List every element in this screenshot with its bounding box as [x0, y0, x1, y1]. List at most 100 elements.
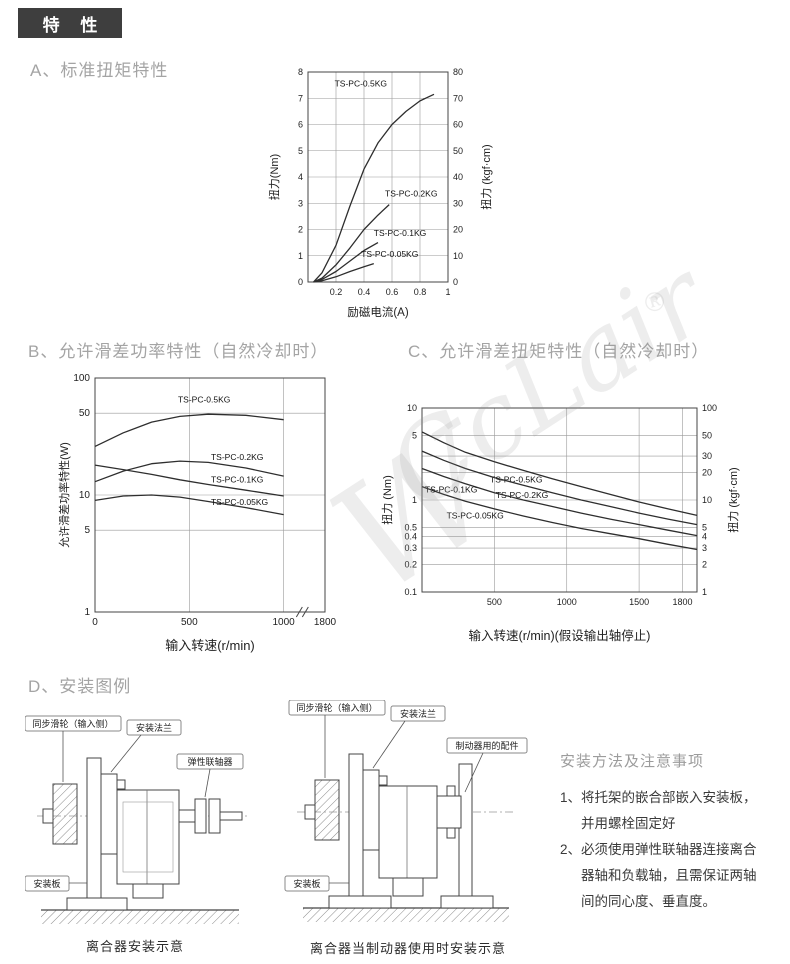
y-tick-label: 2: [298, 225, 303, 235]
y2-tick-label: 0: [453, 277, 458, 287]
series-curve-TS-PC-0.1KG: [421, 467, 698, 537]
x-tick-label: 1500: [629, 597, 649, 607]
caption-brake-installation: 离合器当制动器使用时安装示意: [309, 941, 506, 956]
watermark-registered-mark: ®: [638, 285, 672, 321]
ground-hatch: [303, 908, 509, 922]
output-shaft: [178, 809, 196, 823]
y-tick-label: 5: [298, 146, 303, 156]
y-tick-label: 8: [298, 67, 303, 77]
plate-foot: [328, 895, 392, 909]
y-tick-label: 4: [298, 172, 303, 182]
series-curve-TS-PC-0.05KG: [421, 485, 698, 551]
y2-tick-label: 20: [702, 467, 712, 477]
series-curve-TS-PC-0.5KG: [421, 431, 698, 517]
y2-tick-label: 2: [702, 559, 707, 569]
y-tick-label: 6: [298, 120, 303, 130]
y-tick-label: 10: [79, 490, 91, 501]
input-shaft: [42, 808, 54, 824]
label-flange: 安装法兰: [136, 722, 172, 733]
x-tick-label: 1000: [272, 617, 295, 628]
y2-tick-label: 10: [453, 251, 463, 261]
installation-notes: 安装方法及注意事项 1、将托架的嵌合部嵌入安装板， 并用螺栓固定好 2、必须使用…: [560, 750, 790, 915]
y2-axis-title: 扭力 (kgf·cm): [726, 467, 740, 532]
y-tick-label: 5: [84, 525, 90, 536]
note-line: 2、必须使用弹性联轴器连接离合: [560, 842, 757, 857]
heading-c: C、允许滑差扭矩特性（自然冷却时）: [408, 342, 710, 361]
x-axis-title: 输入转速(r/min): [165, 638, 255, 653]
x-tick-label: 0: [92, 617, 98, 628]
caption-clutch-installation: 离合器安装示意: [85, 939, 184, 954]
flange-bolt-top: [116, 779, 126, 790]
y2-tick-label: 40: [453, 172, 463, 182]
y2-tick-label: 50: [453, 146, 463, 156]
y-tick-label: 1: [412, 495, 417, 505]
y-tick-label: 0.3: [404, 543, 417, 553]
y-tick-label: 100: [73, 373, 90, 384]
body-support: [392, 877, 424, 897]
series-label: TS-PC-0.2KG: [496, 490, 548, 500]
fixture-foot: [440, 895, 494, 909]
heading-a: A、标准扭矩特性: [30, 61, 169, 80]
label-pulley: 同步滑轮（输入侧）: [296, 702, 377, 713]
plot-border: [307, 71, 449, 283]
series-curve-TS-PC-0.1KG: [313, 242, 379, 283]
y2-tick-label: 1: [702, 587, 707, 597]
series-label: TS-PC-0.2KG: [211, 452, 263, 462]
series-curve-TS-PC-0.05KG: [313, 262, 375, 283]
y2-tick-label: 30: [453, 198, 463, 208]
ground-hatch: [41, 910, 239, 924]
clutch-body: [378, 785, 438, 879]
label-box-pulley: [25, 715, 122, 732]
y-tick-label: 10: [407, 403, 417, 413]
page-title: 特 性: [42, 15, 106, 35]
x-tick-label: 500: [487, 597, 502, 607]
y2-tick-label: 60: [453, 120, 463, 130]
series-label: TS-PC-0.5KG: [490, 474, 542, 484]
y2-tick-label: 20: [453, 225, 463, 235]
y2-tick-label: 70: [453, 93, 463, 103]
input-shaft: [304, 804, 316, 820]
y-tick-label: 0.2: [404, 559, 417, 569]
y-tick-label: 1: [84, 607, 90, 618]
clutch-body-inner: [122, 801, 174, 873]
y2-tick-label: 80: [453, 67, 463, 77]
x-tick-label: 1: [445, 287, 450, 297]
plate-foot: [66, 897, 128, 911]
label-box-flange: [390, 705, 446, 722]
note-line: 并用螺栓固定好: [581, 816, 676, 831]
coupling-disk-left: [194, 798, 207, 834]
label-box-brake-part: [446, 737, 528, 754]
section-header-bar: 特 性: [18, 8, 122, 38]
y-axis-title: 扭力(Nm): [267, 154, 281, 200]
x-tick-label: 0.2: [330, 287, 343, 297]
mounting-plate: [86, 757, 102, 899]
series-label: TS-PC-0.5KG: [178, 394, 230, 404]
x-tick-label: 0.8: [414, 287, 427, 297]
x-tick-label: 0.6: [386, 287, 399, 297]
series-label: TS-PC-0.1KG: [374, 228, 426, 238]
y-tick-label: 0.4: [404, 532, 417, 542]
leader-brake-part: [464, 752, 484, 793]
label-pulley: 同步滑轮（输入侧）: [32, 718, 113, 729]
label-plate: 安装板: [33, 878, 60, 889]
note-line: 1、将托架的嵌合部嵌入安装板，: [560, 790, 757, 805]
x-tick-label: 500: [181, 617, 198, 628]
brake-fixture-plate: [458, 763, 473, 897]
y2-axis-title: 扭力 (kgf·cm): [479, 144, 493, 209]
series-label: TS-PC-0.1KG: [425, 485, 477, 495]
y2-tick-label: 3: [702, 543, 707, 553]
series-label: TS-PC-0.2KG: [385, 189, 437, 199]
coupling-disk-right: [208, 798, 221, 834]
mounting-flange: [362, 769, 380, 851]
y2-tick-label: 10: [702, 495, 712, 505]
series-curve-TS-PC-0.05KG: [94, 494, 284, 516]
note-line: 间的同心度、垂直度。: [581, 894, 716, 909]
y-tick-label: 1: [298, 251, 303, 261]
